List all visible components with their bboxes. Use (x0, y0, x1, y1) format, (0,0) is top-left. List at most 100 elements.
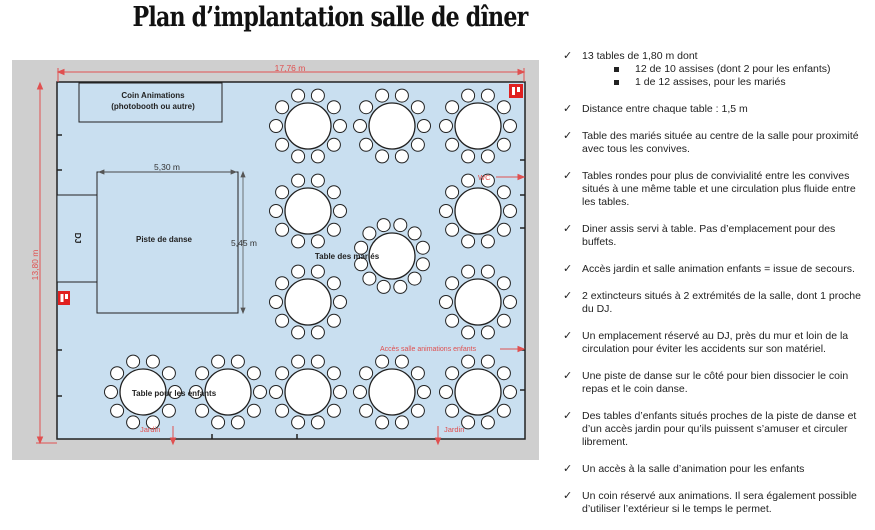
chair (375, 354, 390, 369)
chair (145, 354, 160, 369)
chair (310, 325, 325, 340)
chair (461, 173, 476, 188)
chair (407, 271, 422, 286)
square-bullet-icon (614, 80, 619, 85)
table-maries (354, 218, 430, 294)
jardin-right-arrow (434, 426, 442, 446)
table-top (119, 368, 167, 416)
checkmark-icon: ✓ (563, 263, 573, 275)
table-top (454, 102, 502, 150)
chair (291, 264, 306, 279)
chair (375, 88, 390, 103)
chair (269, 295, 283, 309)
note-item: ✓ Accès jardin et salle animation enfants… (563, 263, 868, 276)
chair (110, 403, 125, 418)
checkmark-icon: ✓ (563, 410, 573, 422)
chair (269, 385, 283, 399)
chair (375, 415, 390, 430)
chair (333, 119, 347, 133)
chair (503, 385, 517, 399)
chair (503, 119, 517, 133)
note-text: Un emplacement réservé au DJ, près du mu… (582, 330, 849, 355)
chair (496, 313, 511, 328)
tables-layer (104, 88, 517, 430)
coin-animations-area (78, 82, 223, 123)
round-table (269, 173, 347, 249)
checkmark-icon: ✓ (563, 490, 573, 502)
note-item: ✓Distance entre chaque table : 1,5 m (563, 103, 868, 116)
wc-arrow (496, 173, 526, 181)
chair (410, 403, 425, 418)
note-subitem: 1 de 12 assises, pour les mariés (582, 76, 868, 89)
chair (376, 279, 391, 294)
chair (310, 149, 325, 164)
chair (110, 366, 125, 381)
note-item: ✓2 extincteurs situés à 2 extrémités de … (563, 290, 868, 316)
chair (461, 354, 476, 369)
round-table (439, 354, 517, 430)
floor-plan: 17,76 m 13,80 m Coin Animations (photobo… (12, 60, 539, 460)
checkmark-icon: ✓ (563, 330, 573, 342)
acces-animations-arrow (500, 345, 526, 353)
chair (480, 234, 495, 249)
table-top (368, 102, 416, 150)
chair (275, 100, 290, 115)
chair (480, 325, 495, 340)
chair (310, 415, 325, 430)
chair (326, 403, 341, 418)
chair (480, 415, 495, 430)
note-item: ✓ Des tables d’enfants situés proches de … (563, 410, 868, 449)
note-subitem-text: 1 de 12 assises, pour les mariés (635, 76, 786, 88)
dj-area (56, 194, 98, 283)
note-subitem-text: 12 de 10 assises (dont 2 pour les enfant… (635, 63, 831, 75)
chair (445, 276, 460, 291)
table-top (284, 278, 332, 326)
chair (496, 403, 511, 418)
chair (376, 218, 391, 233)
note-text: Des tables d’enfants situés proches de l… (582, 410, 857, 448)
chair (445, 185, 460, 200)
chair (359, 366, 374, 381)
dimension-height-label: 13,80 m (30, 250, 40, 281)
chair (496, 100, 511, 115)
note-item: ✓ Table des mariés située au centre de la… (563, 130, 868, 156)
checkmark-icon: ✓ (563, 290, 573, 302)
chair (496, 222, 511, 237)
chair (126, 415, 141, 430)
chair (326, 185, 341, 200)
table-top (454, 278, 502, 326)
chair (359, 403, 374, 418)
chair (496, 276, 511, 291)
checkmark-icon: ✓ (563, 223, 573, 235)
note-text: Un accès à la salle d’animation pour les… (582, 463, 805, 475)
table-enfants (104, 354, 182, 430)
chair (439, 204, 453, 218)
chair (275, 276, 290, 291)
chair (496, 185, 511, 200)
note-text: Table des mariés située au centre de la … (582, 130, 859, 155)
note-text: 13 tables de 1,80 m dont (582, 50, 698, 62)
chair (480, 149, 495, 164)
chair (230, 354, 245, 369)
wc-label: WC (478, 173, 491, 182)
chair (310, 234, 325, 249)
table-enfants-label: Table pour les enfants (132, 389, 217, 398)
chair (410, 366, 425, 381)
chair (253, 385, 267, 399)
chair (393, 279, 408, 294)
wall-ticks (57, 134, 525, 439)
chair (394, 88, 409, 103)
chair (326, 313, 341, 328)
chair (480, 173, 495, 188)
note-text: Distance entre chaque table : 1,5 m (582, 103, 748, 115)
note-text: Accès jardin et salle animation enfants … (582, 263, 855, 275)
checkmark-icon: ✓ (563, 130, 573, 142)
chair (480, 264, 495, 279)
chair (230, 415, 245, 430)
chair (417, 385, 431, 399)
chair (354, 257, 369, 272)
chair (326, 366, 341, 381)
chair (269, 119, 283, 133)
chair (353, 119, 367, 133)
